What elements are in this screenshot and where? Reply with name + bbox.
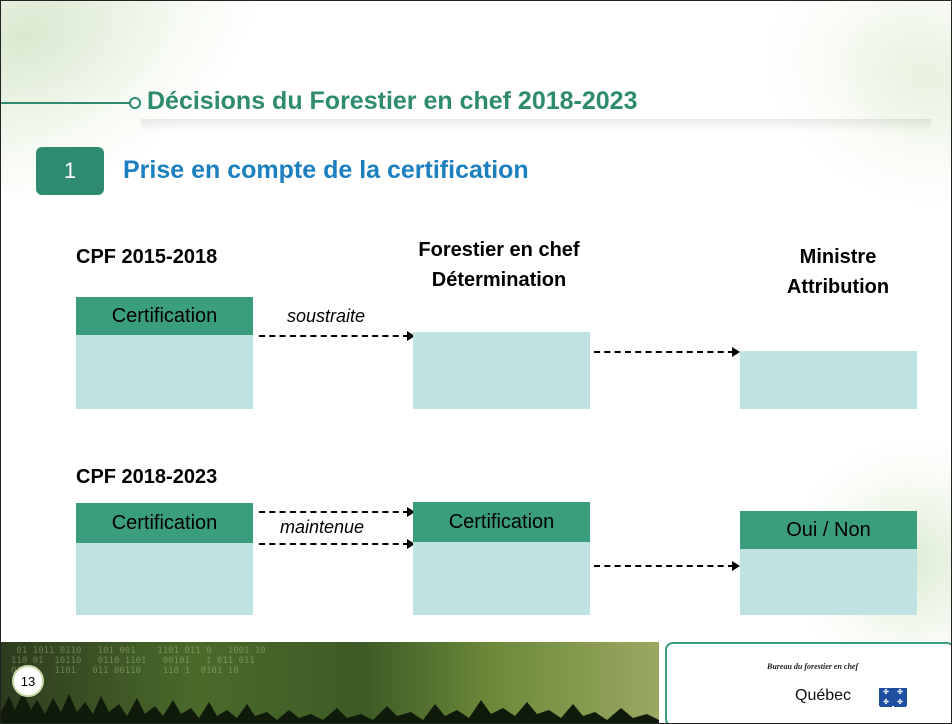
quebec-wordmark: Québec — [795, 687, 852, 704]
page-number: 13 — [12, 665, 44, 697]
dashed-arrow — [259, 507, 415, 517]
column-heading-line: Détermination — [431, 269, 567, 291]
column-heading-line: Forestier en chef — [418, 239, 580, 261]
arrow-label-soustraite: soustraite — [287, 306, 366, 326]
oui-non-header: Oui / Non — [740, 511, 917, 549]
determination-box — [413, 332, 590, 409]
tree-silhouette — [1, 692, 659, 723]
dashed-arrow — [594, 347, 740, 357]
certification-header: Certification — [76, 503, 253, 543]
row-label-cpf-2018-2023: CPF 2018-2023 — [76, 466, 218, 488]
column-heading-ministre: Ministre Attribution — [758, 242, 918, 302]
dashed-arrow — [594, 561, 740, 571]
attribution-box — [740, 351, 917, 409]
column-heading-line: Attribution — [786, 276, 890, 298]
title-bullet — [129, 97, 141, 109]
section-number-badge: 1 — [36, 147, 104, 195]
logo-panel: Bureau du forestier en chef Québec ✤✤✤✤ — [665, 642, 951, 723]
org-name: Bureau du forestier en chef — [767, 662, 859, 671]
column-heading-forestier: Forestier en chef Détermination — [396, 235, 602, 295]
certification-header: Certification — [76, 297, 253, 335]
slide-title: Décisions du Forestier en chef 2018-2023 — [147, 87, 638, 115]
column-heading-line: Ministre — [799, 246, 877, 268]
title-rule — [1, 102, 133, 104]
arrow-label-maintenue: maintenue — [280, 517, 365, 537]
row-label-cpf-2015-2018: CPF 2015-2018 — [76, 246, 218, 268]
title-shadow — [141, 119, 931, 131]
quebec-flag-icon: ✤✤✤✤ — [879, 688, 907, 707]
dashed-arrow — [259, 331, 415, 341]
certification-header: Certification — [413, 502, 590, 542]
section-title: Prise en compte de la certification — [123, 156, 529, 184]
dashed-arrow — [259, 539, 415, 549]
